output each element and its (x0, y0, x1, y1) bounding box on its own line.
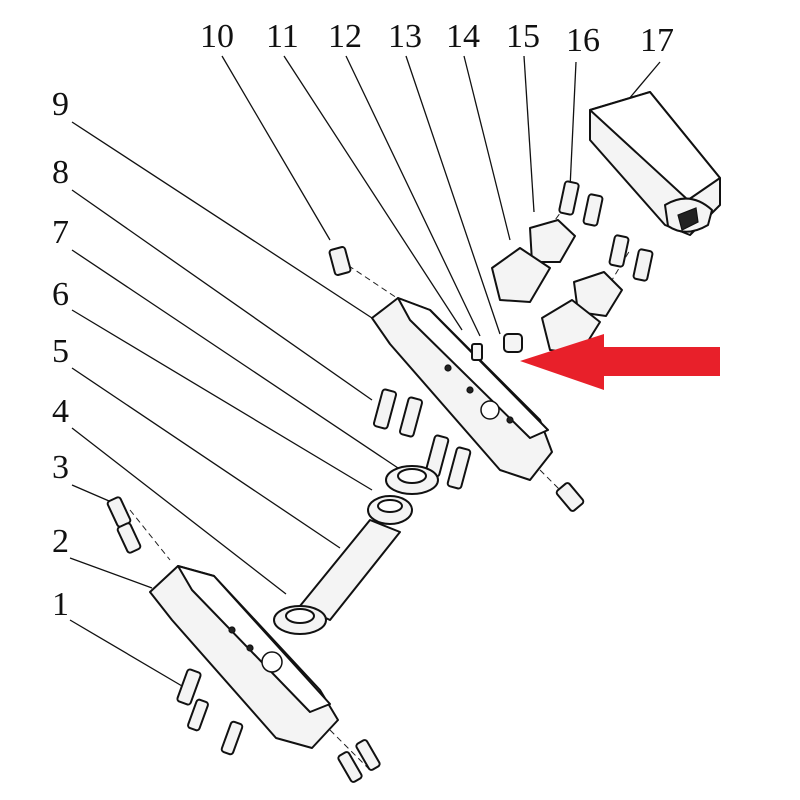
callout-3-label: 3 (52, 449, 69, 486)
part-3-bolts (106, 496, 142, 554)
leader-14 (463, 55, 511, 241)
callout-2-label: 2 (52, 523, 69, 560)
part-15-clamp-caps (529, 219, 623, 317)
callout-13-label: 13 (388, 18, 422, 55)
part-5-steering-stem (299, 519, 401, 621)
callout-7-label: 7 (52, 214, 69, 251)
part-8-pinch-bolts (372, 388, 585, 512)
callout-labels: 1 2 3 4 5 6 7 8 9 10 11 12 13 14 15 16 1… (52, 18, 674, 623)
callout-12-label: 12 (328, 18, 362, 55)
leader-15 (523, 55, 535, 213)
part-9-upper-triple-clamp (371, 297, 553, 481)
leader-6 (71, 309, 373, 491)
leader-13 (405, 55, 501, 335)
callout-6-label: 6 (52, 276, 69, 313)
leader-lines (69, 55, 661, 687)
leader-9 (71, 121, 373, 319)
leader-11 (283, 55, 463, 331)
red-arrow-icon (520, 334, 720, 390)
leader-7 (71, 249, 399, 469)
leader-8 (71, 189, 373, 401)
callout-10-label: 10 (200, 18, 234, 55)
leader-1 (69, 619, 183, 687)
leader-5 (71, 367, 341, 549)
part-2-lower-triple-clamp (149, 565, 339, 749)
bolt-axis (129, 509, 171, 561)
callout-11-label: 11 (266, 18, 299, 55)
leader-17 (627, 61, 661, 101)
callout-1-label: 1 (52, 586, 69, 623)
leader-10 (221, 55, 331, 241)
part-1-bolts (176, 668, 381, 783)
part-6-nut (367, 495, 413, 525)
part-4-lower-bearing (273, 605, 327, 635)
part-7-bearing (385, 465, 439, 495)
leader-4 (71, 427, 287, 595)
leader-12 (345, 55, 481, 337)
part-16-bolts (558, 180, 654, 282)
part-11-13-small-fittings (471, 333, 523, 361)
assembly-axes (129, 199, 631, 771)
callout-8-label: 8 (52, 154, 69, 191)
callout-9-label: 9 (52, 86, 69, 123)
part-10-bolt (328, 246, 352, 276)
callout-16-label: 16 (566, 22, 600, 59)
callout-17-label: 17 (640, 22, 674, 59)
callout-5-label: 5 (52, 333, 69, 370)
callout-4-label: 4 (52, 393, 69, 430)
leader-2 (69, 557, 153, 589)
part-17-crossbar-pad (589, 91, 721, 236)
callout-14-label: 14 (446, 18, 480, 55)
highlight-arrow (520, 334, 720, 390)
callout-15-label: 15 (506, 18, 540, 55)
leader-16 (569, 61, 577, 189)
